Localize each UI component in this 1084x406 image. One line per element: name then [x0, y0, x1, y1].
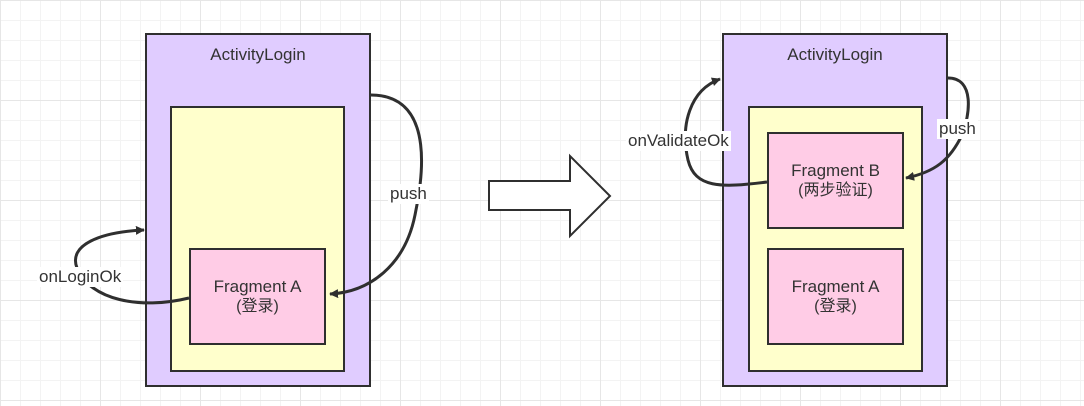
- right-fragment-b: Fragment B (两步验证): [767, 132, 904, 229]
- right-push-label: push: [937, 119, 978, 139]
- right-callback-label: onValidateOk: [626, 131, 731, 151]
- transition-arrow: [488, 153, 612, 239]
- left-push-arrow: [329, 93, 424, 299]
- right-fragment-a-sub: (登录): [814, 298, 857, 315]
- left-fragment-a-sub: (登录): [236, 298, 279, 315]
- left-push-label: push: [388, 184, 429, 204]
- left-fragment-a-name: Fragment A: [213, 277, 302, 296]
- right-fragment-a: Fragment A (登录): [767, 248, 904, 345]
- right-fragment-b-sub: (两步验证): [798, 182, 873, 199]
- right-fragment-b-name: Fragment B: [791, 161, 880, 180]
- right-activity-title: ActivityLogin: [787, 45, 883, 64]
- left-fragment-a: Fragment A (登录): [189, 248, 326, 345]
- right-callback-arrow: [683, 77, 768, 187]
- left-callback-label: onLoginOk: [37, 267, 124, 287]
- right-fragment-a-name: Fragment A: [791, 277, 880, 296]
- left-activity-title: ActivityLogin: [210, 45, 306, 64]
